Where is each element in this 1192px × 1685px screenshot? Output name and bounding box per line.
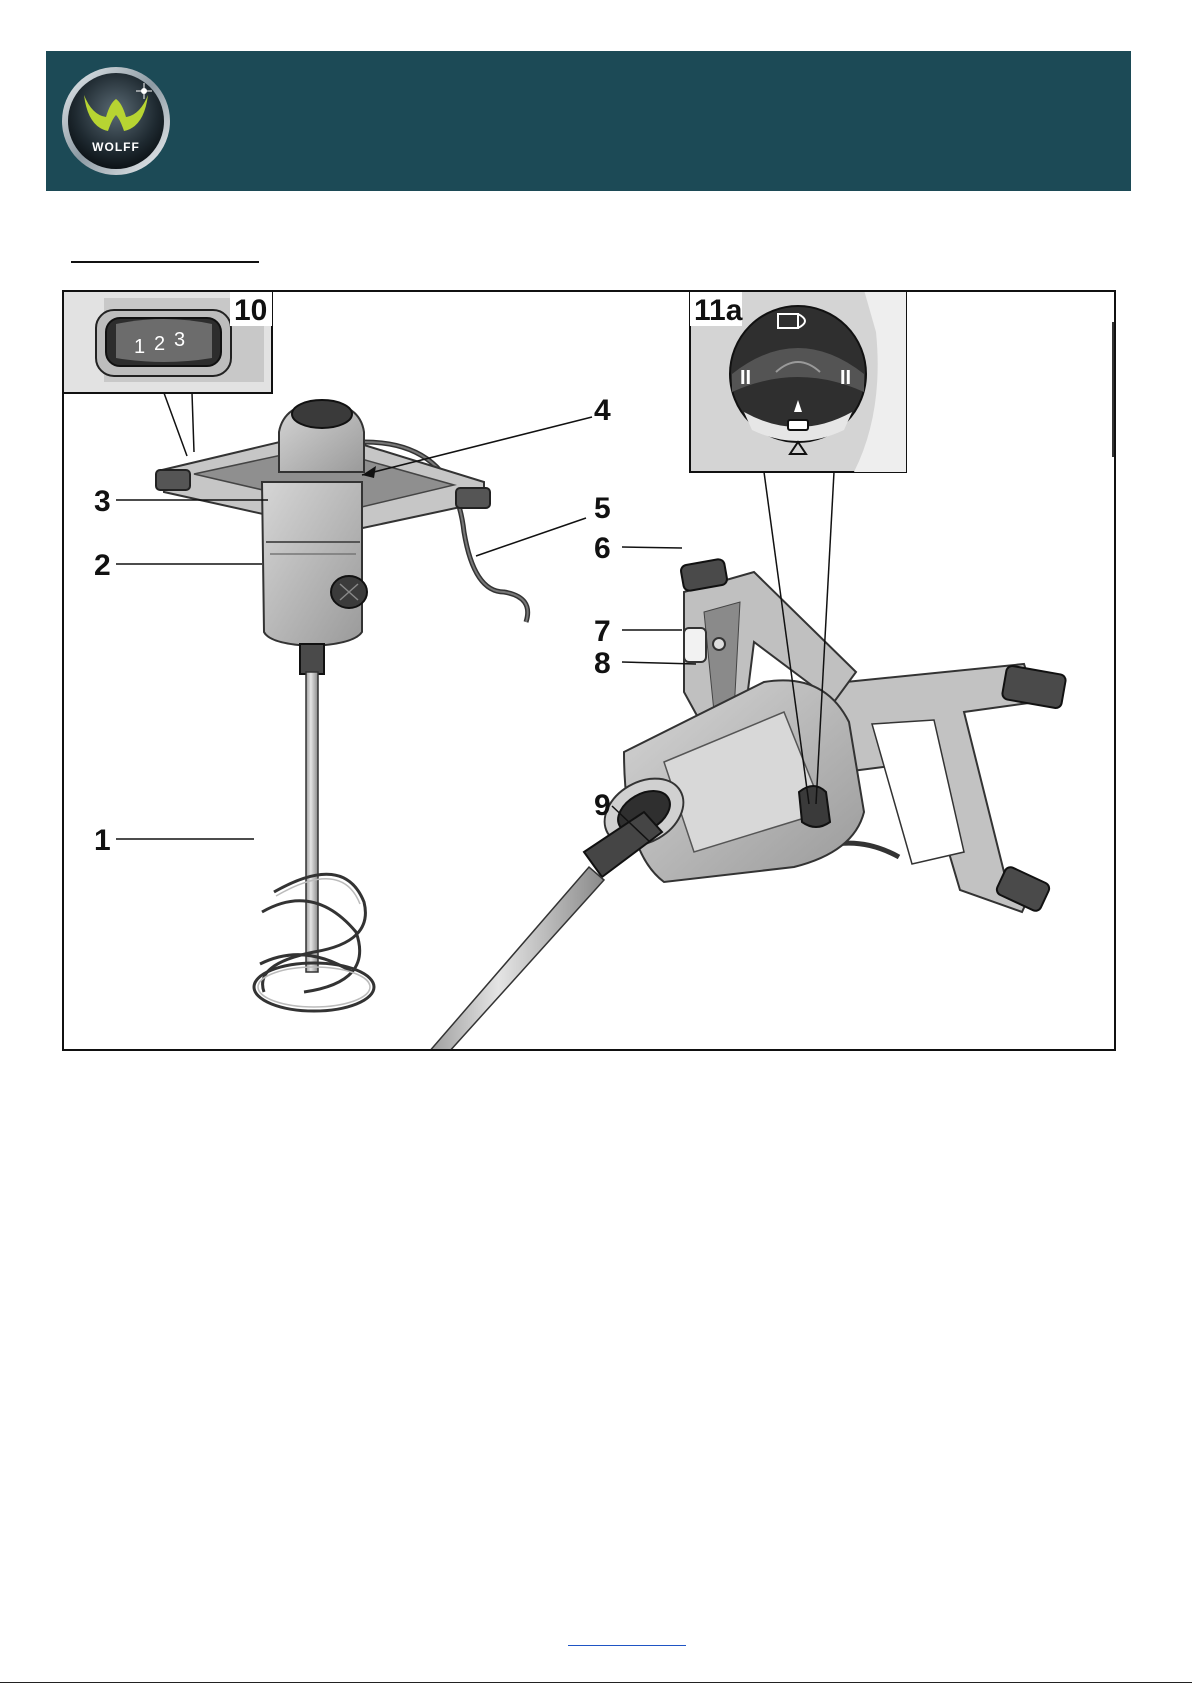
callout-1: 1 [94,824,111,857]
speed-digit-1: 1 [134,336,145,358]
callout-7: 7 [594,615,611,648]
callout-3: 3 [94,485,111,518]
page-header: WOLFF [46,51,1131,191]
section-title-underline [71,261,259,263]
callout-5: 5 [594,492,611,525]
footer-link-underline[interactable] [568,1645,686,1646]
gear-mark-right: II [840,367,851,389]
inset-label-11a: 11a [694,294,743,327]
inset-label-10: 10 [234,294,267,327]
mixer-illustration: 1 2 3 10 II II 11a [64,292,1116,1051]
callout-9: 9 [594,789,611,822]
inset-speed-selector: 1 2 3 10 [64,292,272,456]
callout-8: 8 [594,647,611,680]
speed-digit-2: 2 [154,333,165,355]
product-figure: 1 2 3 10 II II 11a [62,290,1116,1051]
right-mixer [428,558,1066,1051]
speed-digit-3: 3 [174,329,185,351]
callout-6: 6 [594,532,611,565]
callout-4: 4 [594,394,611,427]
logo-text: WOLFF [92,140,140,154]
wolff-logo-icon: WOLFF [60,65,172,177]
gear-mark-left: II [740,367,751,389]
left-mixer [156,400,528,1011]
callout-2: 2 [94,549,111,582]
footer-rule [0,1682,1192,1683]
